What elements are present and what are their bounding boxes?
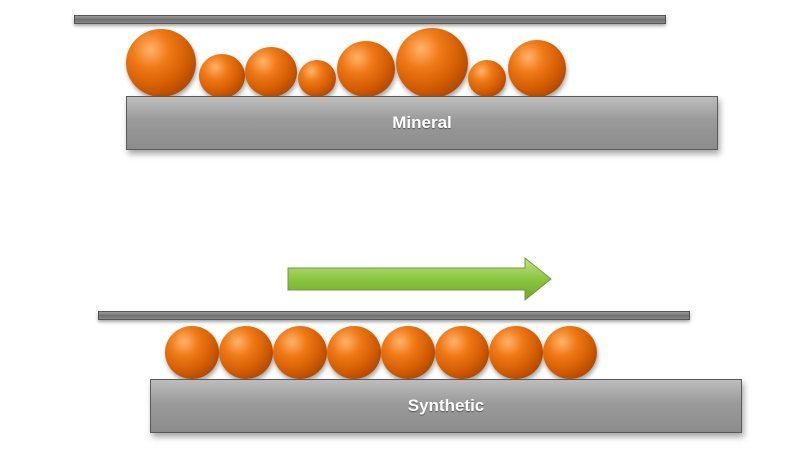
mineral-particle <box>396 28 468 98</box>
synthetic-particle <box>543 326 597 379</box>
mineral-particle <box>199 54 245 98</box>
mineral-particle <box>298 60 336 97</box>
synthetic-particle <box>489 326 543 379</box>
synthetic-label: Synthetic <box>407 396 485 415</box>
mineral-particle <box>508 40 566 97</box>
synthetic-particle <box>273 326 327 379</box>
mineral-base-block: Mineral <box>126 96 718 150</box>
mineral-particle <box>126 29 196 97</box>
synthetic-particle <box>435 326 489 379</box>
synthetic-particle <box>381 326 435 379</box>
synthetic-particle <box>327 326 381 379</box>
synthetic-base-block: Synthetic <box>150 379 742 433</box>
mineral-particle <box>468 60 506 97</box>
mineral-label: Mineral <box>392 113 452 132</box>
right-arrow-icon <box>287 256 552 302</box>
synthetic-particle <box>165 326 219 379</box>
mineral-particle <box>337 41 395 97</box>
synthetic-top-plate <box>98 311 690 320</box>
mineral-particle <box>245 47 297 97</box>
synthetic-particle <box>219 326 273 379</box>
mineral-top-plate <box>74 15 666 24</box>
